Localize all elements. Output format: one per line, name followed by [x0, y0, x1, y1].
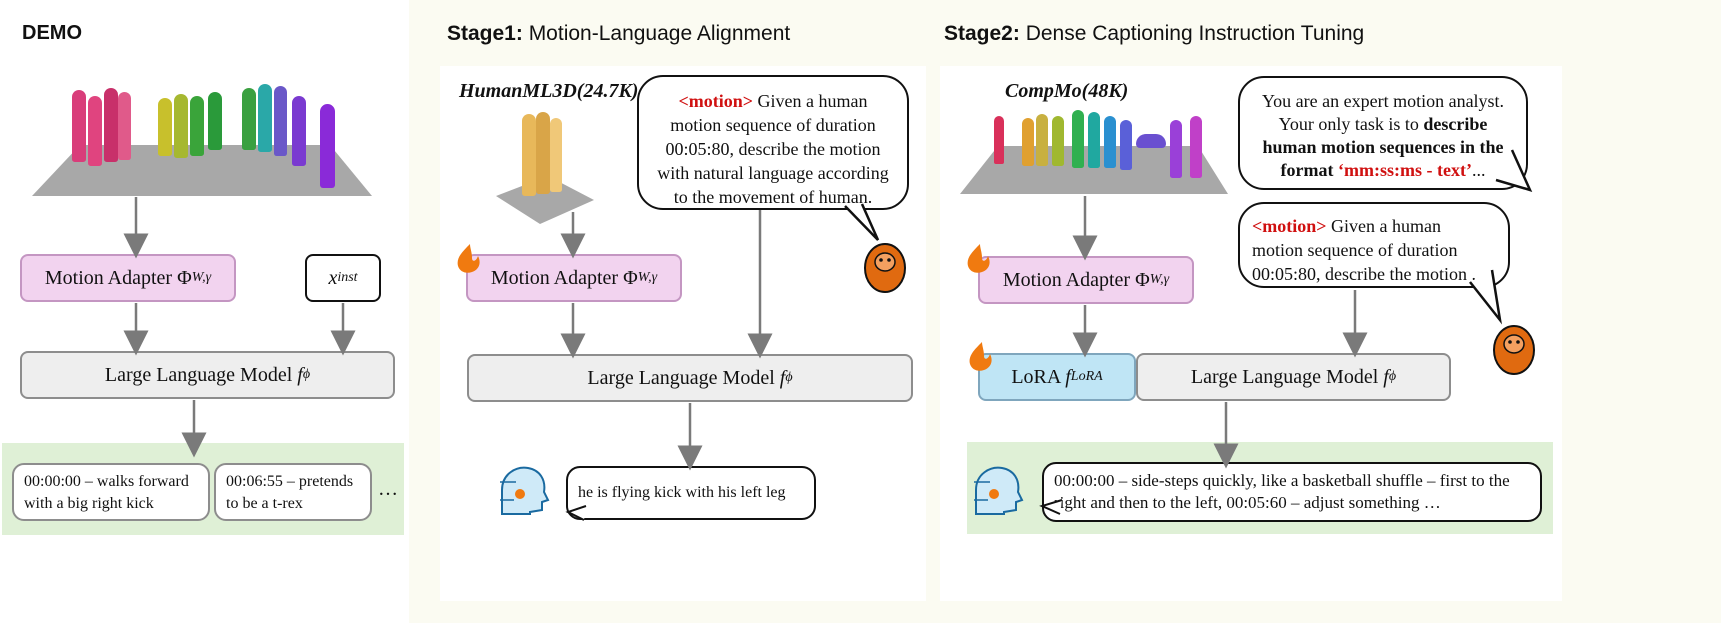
figure-icon — [88, 96, 102, 166]
stage1-motion-scene — [494, 108, 596, 228]
llm-subscript: ϕ — [302, 367, 311, 382]
ai-head-icon — [974, 466, 1024, 515]
lora-subscript: LoRA — [1070, 369, 1103, 384]
orangutan-icon — [1493, 325, 1535, 375]
demo-motion-scene — [30, 70, 375, 198]
figure-icon — [174, 94, 188, 158]
stage1-output-bubble: he is flying kick with his left leg — [566, 466, 816, 520]
figure-icon — [320, 104, 335, 188]
system-bold: describe human motion sequences in the f… — [1262, 114, 1504, 180]
figure-icon — [1072, 110, 1084, 168]
figure-icon — [550, 118, 562, 192]
figure-icon — [274, 86, 287, 156]
adapter-subscript: W,γ — [1149, 272, 1170, 287]
figure-icon — [1022, 118, 1034, 166]
adapter-label: Motion Adapter Φ — [44, 266, 192, 289]
stage1-title-bold: Stage1: — [447, 22, 523, 45]
instruction-subscript: inst — [337, 270, 358, 285]
demo-output-2: 00:06:55 – pretends to be a t-rex — [214, 463, 372, 521]
stage2-title-bold: Stage2: — [944, 22, 1020, 45]
stage2-title-rest: Dense Captioning Instruction Tuning — [1019, 22, 1365, 45]
figure-icon — [1052, 116, 1064, 166]
figure-icon — [536, 112, 550, 194]
stage2-output-bubble: 00:00:00 – side-steps quickly, like a ba… — [1042, 462, 1542, 522]
stage2-title: Stage2: Dense Captioning Instruction Tun… — [944, 22, 1364, 46]
llm-label: Large Language Model — [587, 366, 780, 389]
adapter-subscript: W,γ — [637, 270, 658, 285]
figure-icon — [258, 84, 272, 152]
motion-tag: <motion> — [678, 91, 754, 111]
stage1-title: Stage1: Motion-Language Alignment — [447, 22, 790, 46]
stage2-motion-scene — [958, 108, 1230, 196]
llm-f: f — [297, 363, 303, 386]
demo-ellipsis: … — [378, 478, 398, 500]
motion-tag: <motion> — [1252, 216, 1327, 236]
demo-title: DEMO — [22, 22, 82, 44]
llm-f: f — [779, 366, 786, 389]
figure-icon — [1190, 116, 1202, 178]
figure-icon — [1120, 120, 1132, 170]
bubble-tails — [565, 149, 1533, 521]
llm-subscript: ϕ — [785, 370, 793, 385]
stage1-title-rest: Motion-Language Alignment — [522, 22, 791, 45]
figure-icon — [118, 92, 131, 160]
demo-output-1: 00:00:00 – walks forward with a big righ… — [12, 463, 210, 521]
figure-icon — [1136, 134, 1166, 148]
system-end: ... — [1471, 160, 1486, 180]
adapter-subscript: W,γ — [191, 270, 212, 285]
figure-icon — [1088, 112, 1100, 168]
adapter-label: Motion Adapter Φ — [490, 266, 638, 289]
fire-icon — [457, 244, 480, 273]
lora-f: f — [1065, 365, 1071, 388]
figure-icon — [104, 88, 118, 162]
figure-icon — [158, 98, 172, 156]
stage2-prompt-text: Given a human motion sequence of duratio… — [1252, 216, 1485, 284]
adapter-label: Motion Adapter Φ — [1002, 268, 1150, 291]
orangutan-icon — [864, 243, 906, 293]
figure-icon — [208, 92, 222, 150]
llm-label: Large Language Model — [104, 363, 298, 386]
instruction-x: x — [328, 266, 338, 289]
llm-label: Large Language Model — [1190, 365, 1384, 388]
figure-icon — [190, 96, 204, 156]
figure-icon — [292, 96, 306, 166]
stage1-prompt-bubble: <motion> Given a human motion sequence o… — [637, 75, 909, 210]
figure-icon — [1170, 120, 1182, 178]
figure-icon — [1036, 114, 1048, 166]
llm-subscript: ϕ — [1388, 369, 1397, 384]
arrows — [123, 196, 1368, 471]
stage2-system-bubble: You are an expert motion analyst. Your o… — [1238, 76, 1528, 190]
figure-icon — [242, 88, 256, 150]
fire-icon — [969, 342, 992, 371]
system-format: ‘mm:ss:ms - text’ — [1333, 160, 1472, 180]
figure-icon — [994, 116, 1004, 164]
llm-f: f — [1383, 365, 1389, 388]
system-text: You are an expert motion analyst. Your o… — [1261, 91, 1505, 134]
figure-icon — [522, 114, 536, 196]
fire-icon — [967, 244, 990, 273]
stage2-dataset-label: CompMo(48K) — [1005, 80, 1129, 102]
figure-icon — [72, 90, 86, 162]
ai-head-icon — [500, 466, 550, 515]
stage1-prompt-text: Given a human motion sequence of duratio… — [657, 91, 889, 207]
figure-icon — [1104, 116, 1116, 168]
stage2-prompt-bubble: <motion> Given a human motion sequence o… — [1238, 202, 1510, 288]
stage1-platform — [496, 176, 594, 224]
lora-label: LoRA — [1011, 365, 1066, 388]
stage1-dataset-label: HumanML3D(24.7K) — [459, 80, 639, 102]
